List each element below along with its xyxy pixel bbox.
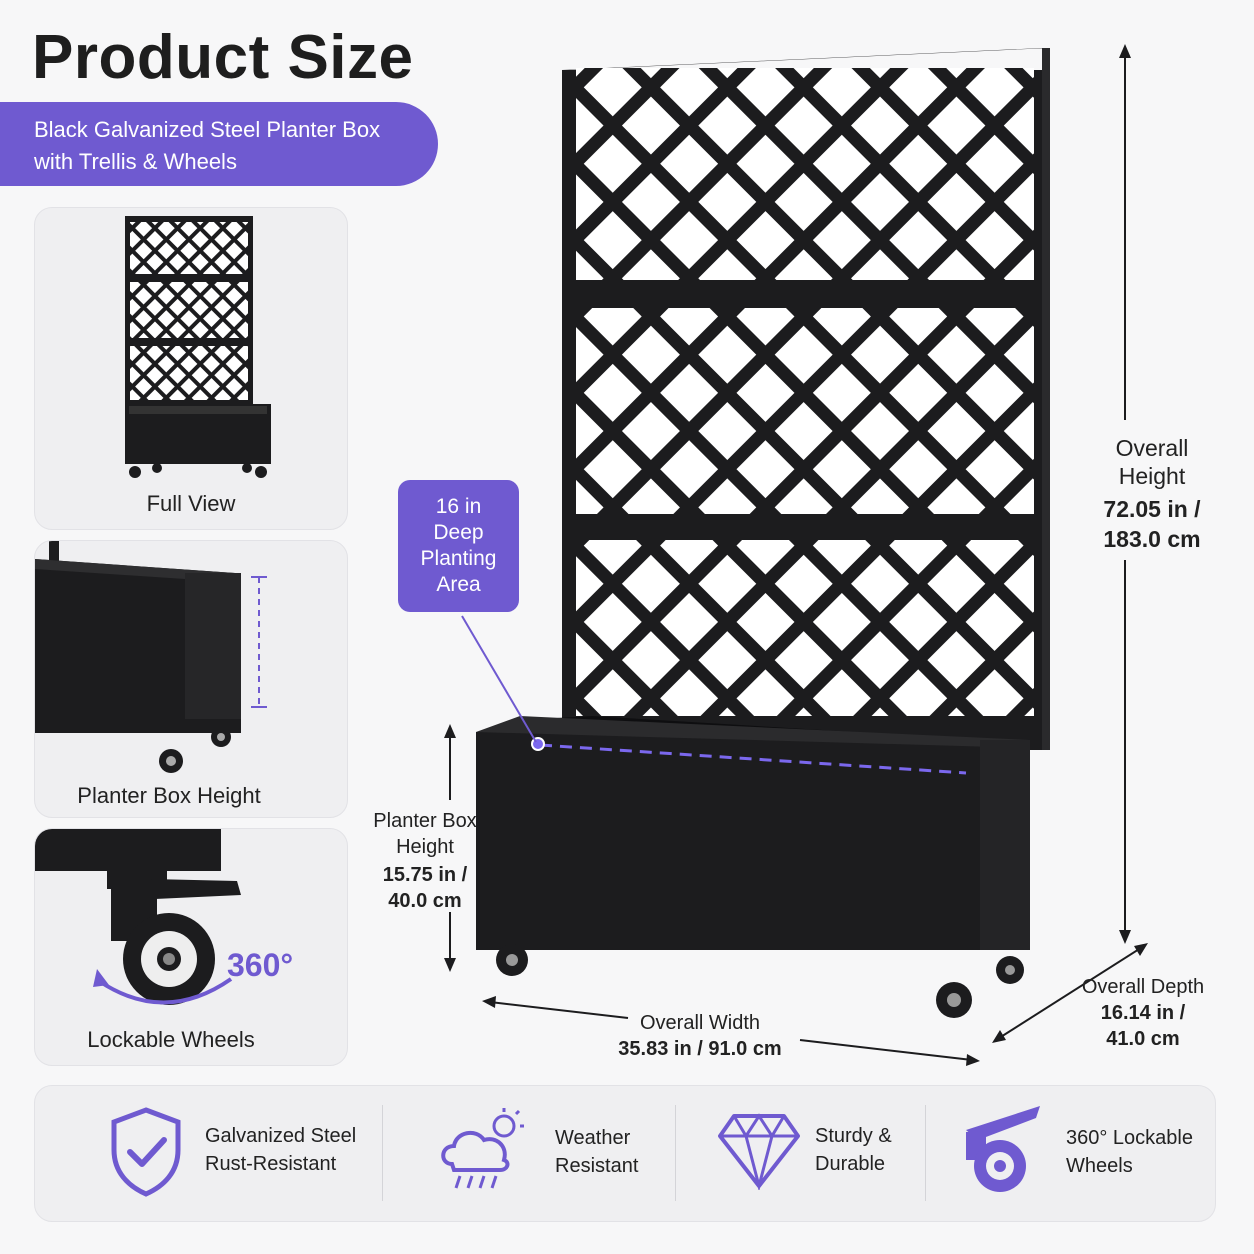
- overall-depth-label: Overall Depth 16.14 in / 41.0 cm: [1072, 974, 1214, 1052]
- overall-height-label: Overall Height 72.05 in / 183.0 cm: [1086, 434, 1218, 554]
- card-full-view: Full View: [34, 207, 348, 530]
- callout-line-1: 16 in: [435, 495, 482, 518]
- height-line-3: 72.05 in /: [1103, 496, 1201, 522]
- depth-line-3: 41.0 cm: [1106, 1028, 1180, 1050]
- width-line-2: 35.83 in / 91.0 cm: [618, 1038, 782, 1060]
- caster-wheel-icon: [966, 1106, 1040, 1192]
- feature-galvanized: Galvanized Steel Rust-Resistant: [205, 1122, 356, 1178]
- subtitle-line-1: Black Galvanized Steel Planter Box: [34, 117, 381, 142]
- height-line-1: Overall: [1115, 435, 1189, 461]
- callout-line-2: Deep: [433, 521, 484, 544]
- shield-check-icon: [111, 1107, 181, 1197]
- feature-divider: [675, 1105, 676, 1201]
- feature-divider: [925, 1105, 926, 1201]
- box-height-line-3: 15.75 in /: [382, 864, 468, 886]
- box-height-line-2: Height: [396, 836, 454, 858]
- feature-1-line-1: Galvanized Steel: [205, 1125, 357, 1147]
- feature-2-line-1: Weather: [555, 1127, 631, 1149]
- planting-depth-callout: 16 in Deep Planting Area: [398, 480, 519, 612]
- width-line-1: Overall Width: [639, 1012, 761, 1034]
- feature-divider: [382, 1105, 383, 1201]
- planter-box-height-label: Planter Box Height 15.75 in / 40.0 cm: [368, 808, 482, 914]
- depth-line-1: Overall Depth: [1081, 976, 1205, 998]
- callout-line-3: Planting: [420, 547, 497, 570]
- feature-3-line-1: Sturdy &: [815, 1125, 892, 1147]
- card-label-lockable-wheels: Lockable Wheels: [87, 1027, 255, 1052]
- feature-lockable: 360° Lockable Wheels: [1066, 1124, 1193, 1180]
- card-label-planter-box-height: Planter Box Height: [77, 783, 261, 808]
- card-planter-box-height: Planter Box Height: [34, 540, 348, 818]
- feature-3-line-2: Durable: [815, 1153, 886, 1175]
- weather-icon: [441, 1108, 524, 1189]
- diamond-icon: [718, 1113, 800, 1190]
- feature-sturdy: Sturdy & Durable: [815, 1122, 892, 1178]
- overall-width-label: Overall Width 35.83 in / 91.0 cm: [600, 1010, 800, 1062]
- height-line-4: 183.0 cm: [1103, 526, 1201, 552]
- page-title: Product Size: [32, 23, 414, 92]
- card-lockable-wheels: 360° Lockable Wheels: [34, 828, 348, 1066]
- subtitle-line-2: with Trellis & Wheels: [34, 149, 237, 174]
- callout-line-4: Area: [436, 573, 481, 596]
- feature-weather: Weather Resistant: [555, 1124, 638, 1180]
- feature-2-line-2: Resistant: [555, 1155, 639, 1177]
- main-product-illustration: [461, 48, 1050, 1018]
- planter-box-closeup: [35, 541, 267, 773]
- box-height-line-1: Planter Box: [373, 810, 477, 832]
- feature-4-line-1: 360° Lockable: [1066, 1127, 1193, 1149]
- feature-1-line-2: Rust-Resistant: [205, 1153, 337, 1175]
- rotation-badge: 360°: [227, 947, 294, 983]
- card-label-full-view: Full View: [146, 491, 236, 516]
- feature-4-line-2: Wheels: [1066, 1155, 1133, 1177]
- height-line-2: Height: [1118, 463, 1186, 489]
- depth-line-2: 16.14 in /: [1100, 1002, 1186, 1024]
- wheel-closeup: [35, 829, 241, 1005]
- box-height-line-4: 40.0 cm: [388, 890, 462, 912]
- full-view-thumbnail: [125, 216, 271, 478]
- subtitle-banner: Black Galvanized Steel Planter Box with …: [0, 102, 438, 186]
